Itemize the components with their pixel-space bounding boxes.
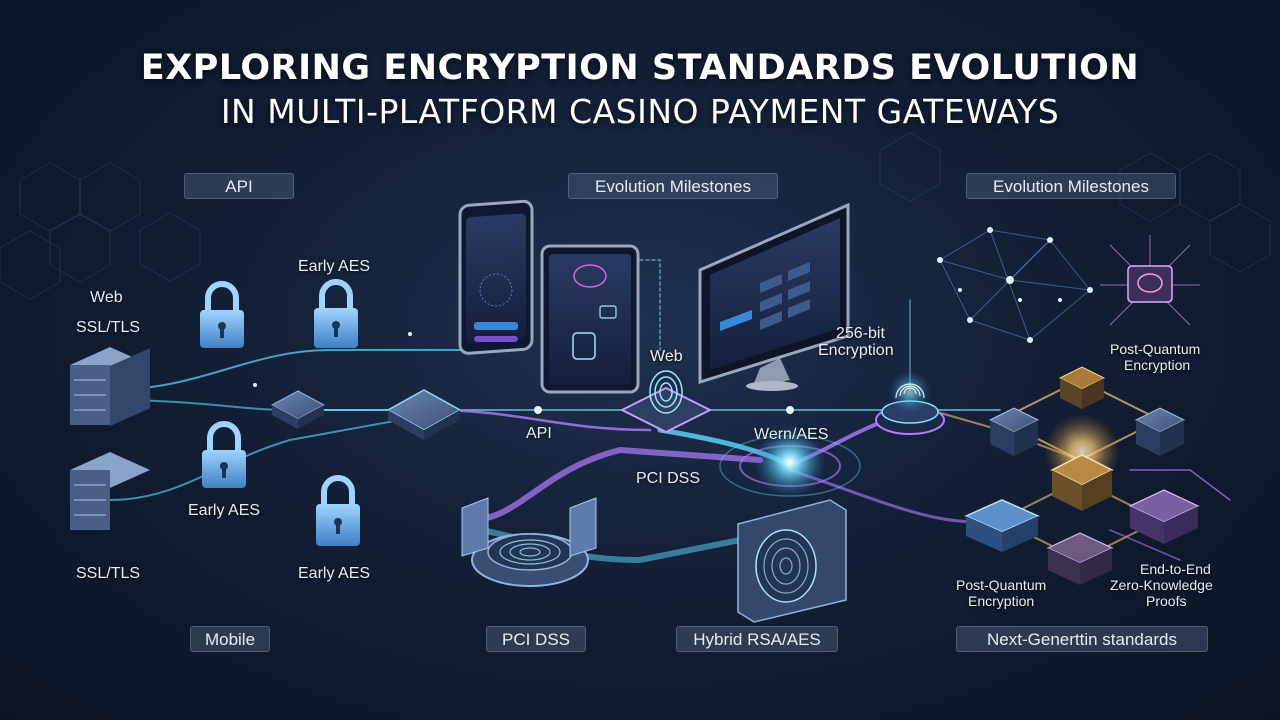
chip-cube-left (270, 390, 326, 429)
neural-network-cluster (937, 227, 1093, 343)
fingerprint-pedestal (875, 370, 945, 435)
padlock-icon-2 (314, 279, 358, 348)
label-end-to-end: End-to-End (1140, 561, 1211, 577)
cube-node-1 (988, 407, 1040, 456)
label-256-bit: 256-bit (836, 325, 885, 342)
label-pci-dss-center: PCI DSS (636, 470, 701, 487)
shield-panel-icon (461, 497, 597, 557)
label-early-aes-mid: Early AES (188, 502, 261, 519)
page-title: EXPLORING ENCRYPTION STANDARDS EVOLUTION (140, 48, 1140, 88)
gear-icon (471, 533, 589, 587)
padlock-icon-4 (316, 475, 360, 546)
label-post-quantum-bottom-encryption: Encryption (968, 593, 1035, 609)
core-glow-node (719, 426, 861, 498)
label-ssl-tls-bottom: SSL/TLS (76, 565, 141, 582)
label-api-center: API (526, 425, 552, 442)
label-256-bit-encryption: Encryption (818, 342, 894, 359)
header-api: API (184, 173, 294, 199)
cube-node-4 (964, 499, 1040, 552)
cube-node-5 (1046, 532, 1114, 585)
label-ssl-tls-top: SSL/TLS (76, 319, 141, 336)
mobile-phone (458, 199, 534, 355)
hex-grid-left (0, 162, 201, 300)
footer-mobile: Mobile (190, 626, 270, 652)
label-proofs: Proofs (1146, 593, 1187, 609)
label-early-aes-bottom: Early AES (298, 565, 371, 582)
quantum-chip-icon (1100, 235, 1200, 326)
label-post-quantum-top-encryption: Encryption (1124, 357, 1191, 373)
chip-cube-center (386, 389, 462, 440)
header-evolution-milestones-right: Evolution Milestones (966, 173, 1176, 199)
padlock-icon-1 (200, 281, 244, 348)
label-zero-knowledge: Zero-Knowledge (1110, 577, 1213, 593)
server-stack-bottom (70, 452, 150, 530)
label-post-quantum-bottom: Post-Quantum (956, 577, 1047, 593)
label-wern-aes: Wern/AES (754, 426, 829, 443)
cube-node-2 (1058, 366, 1106, 409)
header-evolution-milestones-center: Evolution Milestones (568, 173, 778, 199)
fingerprint-chip (619, 370, 713, 434)
server-stack-top (70, 347, 150, 427)
footer-hybrid-rsa-aes: Hybrid RSA/AES (676, 626, 838, 652)
label-web-center: Web (650, 348, 683, 365)
hybrid-cipher-block (737, 499, 847, 623)
label-post-quantum-top: Post-Quantum (1110, 341, 1201, 357)
footer-next-gen-standards: Next-Generttin standards (956, 626, 1208, 652)
label-web-left: Web (90, 289, 123, 306)
page-subtitle: IN MULTI-PLATFORM CASINO PAYMENT GATEWAY… (220, 92, 1060, 131)
cube-node-6 (1128, 489, 1200, 544)
cube-node-3 (1134, 407, 1186, 456)
footer-pci-dss: PCI DSS (486, 626, 586, 652)
label-early-aes-top: Early AES (298, 258, 371, 275)
junction-dots (253, 298, 1182, 522)
hex-grid-right (879, 132, 1271, 273)
cube-node-core (1044, 414, 1120, 511)
tablet-device (540, 244, 640, 394)
desktop-monitor (698, 202, 850, 391)
padlock-icon-3 (202, 421, 246, 488)
